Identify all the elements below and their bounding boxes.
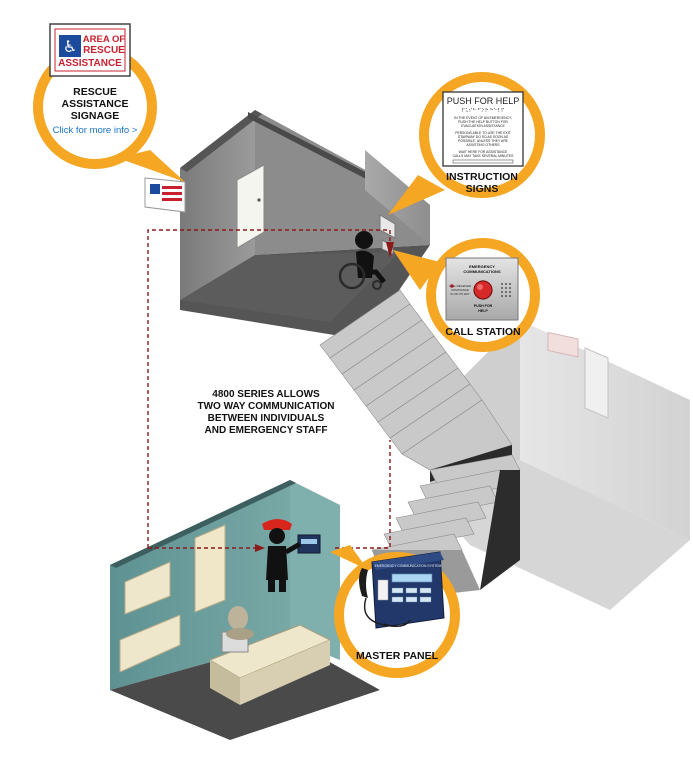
upper-door bbox=[236, 164, 265, 249]
callout-call-station: EMERGENCY COMMUNICATIONS CALL RECEIVED A… bbox=[393, 238, 540, 352]
center-description: 4800 SERIES ALLOWS TWO WAY COMMUNICATION… bbox=[197, 389, 334, 436]
card-p2-l4: ASSISTING OTHERS bbox=[466, 143, 500, 147]
help-button[interactable] bbox=[473, 280, 493, 300]
office-chair bbox=[228, 606, 248, 630]
red-hard-hat bbox=[262, 519, 292, 530]
card-p1-l1: IN THE EVENT OF AN EMERGENCY, bbox=[454, 116, 512, 120]
master-panel-display bbox=[391, 573, 433, 583]
ghost-rescue-sign bbox=[547, 331, 579, 358]
card-braille: ⠏⠥⠎⠓ ⠋⠕⠗ ⠓⠑⠇⠏ bbox=[461, 108, 504, 114]
master-panel-label: MASTER PANEL bbox=[356, 650, 439, 662]
master-panel-card-slot bbox=[377, 579, 389, 601]
rescue-label-line3: SIGNAGE bbox=[71, 110, 119, 122]
rescue-label-line1: RESCUE bbox=[73, 86, 117, 98]
description-line2: TWO WAY COMMUNICATION bbox=[197, 401, 334, 412]
wall-rescue-sign bbox=[144, 177, 186, 213]
callout-rescue-signage: ♿ AREA OF RESCUE ASSISTANCE RESCUE ASSIS… bbox=[33, 23, 185, 182]
callout-master-panel: EMERGENCY COMMUNICATION SYSTEM MASTER PA… bbox=[330, 545, 460, 678]
master-panel-header: EMERGENCY COMMUNICATION SYSTEM bbox=[375, 564, 442, 568]
svg-text:♿: ♿ bbox=[63, 37, 77, 56]
sign-text-rescue: RESCUE bbox=[83, 45, 125, 56]
rescue-sign-graphic: ♿ AREA OF RESCUE ASSISTANCE bbox=[49, 23, 131, 77]
description-line4: AND EMERGENCY STAFF bbox=[205, 425, 328, 436]
call-station-label: CALL STATION bbox=[445, 326, 520, 338]
office-desk-front bbox=[240, 640, 330, 705]
sign-text-assistance: ASSISTANCE bbox=[58, 58, 122, 69]
base-cabinet bbox=[119, 614, 181, 673]
card-p3-l2: CALLS MAY TAKE SEVERAL MINUTES bbox=[453, 154, 515, 158]
callout-instruction-signs: PUSH FOR HELP ⠏⠥⠎⠓ ⠋⠕⠗ ⠓⠑⠇⠏ IN THE EVENT… bbox=[388, 72, 545, 215]
card-p1-l2: PUSH THE HELP BUTTON FOR bbox=[458, 120, 508, 124]
rescue-label-line2: ASSISTANCE bbox=[62, 98, 129, 110]
instruction-label-line1: INSTRUCTION bbox=[446, 171, 518, 183]
instruction-label-line2: SIGNS bbox=[466, 183, 499, 195]
instruction-sign-card: PUSH FOR HELP ⠏⠥⠎⠓ ⠋⠕⠗ ⠓⠑⠇⠏ IN THE EVENT… bbox=[442, 91, 524, 167]
master-panel-keys[interactable] bbox=[391, 587, 432, 603]
call-station-panel: EMERGENCY COMMUNICATIONS CALL RECEIVED A… bbox=[445, 257, 519, 321]
sign-text-area-of: AREA OF bbox=[83, 34, 126, 45]
office-door bbox=[194, 524, 226, 613]
station-title-l2: COMMUNICATIONS bbox=[463, 269, 501, 274]
card-p3-l1: WAIT HERE FOR ASSISTANCE bbox=[459, 150, 508, 154]
master-panel-unit: EMERGENCY COMMUNICATION SYSTEM bbox=[359, 551, 445, 629]
card-p1-l3: EVACUATION ASSISTANCE bbox=[461, 124, 505, 128]
upper-landing-room bbox=[180, 110, 430, 340]
office-room bbox=[110, 480, 380, 740]
handset-icon[interactable] bbox=[359, 568, 368, 598]
communication-link-path bbox=[147, 229, 394, 552]
button-caption-l2: HELP bbox=[478, 309, 488, 313]
button-caption-l1: PUSH FOR bbox=[474, 304, 493, 308]
status-led bbox=[450, 284, 454, 288]
upper-stair-flight bbox=[319, 289, 513, 482]
station-side-l3: IS ON ITS WAY bbox=[450, 292, 470, 296]
staff-person bbox=[262, 519, 302, 592]
wall-cabinet bbox=[124, 561, 171, 615]
station-side-l2: ASSISTANCE bbox=[451, 288, 469, 292]
handset-cord bbox=[363, 597, 411, 627]
person-in-wheelchair bbox=[338, 231, 386, 290]
card-p2-l2: STAIRWAY DO SO AS SOON AS bbox=[458, 135, 509, 139]
card-p2-l1: PERSONS ABLE TO USE THE EXIT bbox=[455, 131, 511, 135]
wall-instruction-sign bbox=[379, 214, 396, 239]
station-side-l1: CALL RECEIVED bbox=[449, 284, 471, 288]
speaker-grille bbox=[501, 283, 511, 297]
accessibility-icon bbox=[59, 35, 81, 57]
description-line1: 4800 SERIES ALLOWS bbox=[212, 389, 320, 400]
card-title: PUSH FOR HELP bbox=[447, 96, 520, 106]
description-line3: BETWEEN INDIVIDUALS bbox=[208, 413, 325, 424]
card-p2-l3: POSSIBLE, UNLESS THEY ARE bbox=[458, 139, 509, 143]
more-info-link[interactable]: Click for more info > bbox=[53, 125, 138, 136]
station-title-l1: EMERGENCY bbox=[469, 264, 495, 269]
